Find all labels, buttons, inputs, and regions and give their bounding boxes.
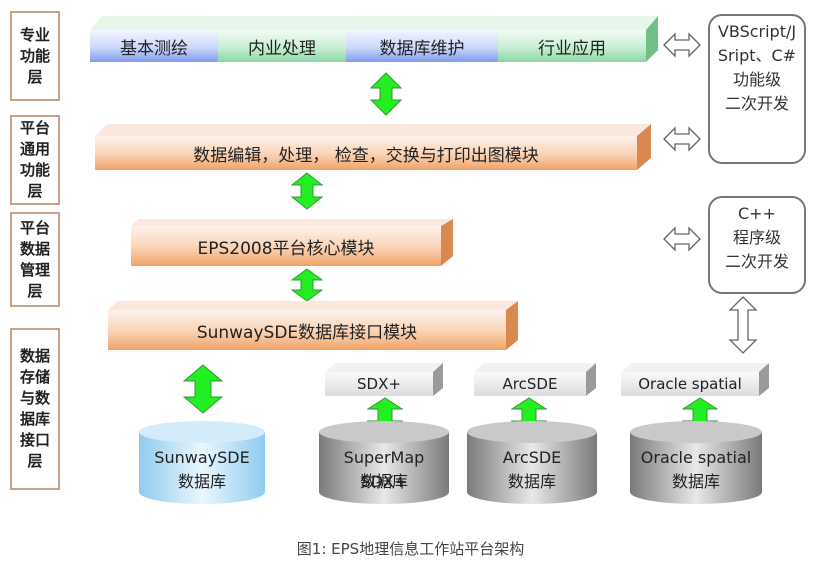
bidirectional-arrow-icon <box>183 364 223 414</box>
dev-box-line: Sript、C# <box>717 46 797 65</box>
dev-box-line: 程序级 <box>732 228 781 247</box>
bidirectional-arrow-icon <box>291 268 323 302</box>
program-level-dev-box: C++ 程序级 二次开发 <box>708 196 806 294</box>
hollow-left-right-arrow-icon <box>663 126 701 152</box>
dev-box-line: VBScript/J <box>717 22 797 41</box>
database-name: ArcSDE <box>502 448 562 467</box>
middleware-oracle-spatial: Oracle spatial <box>621 372 759 396</box>
database-name: SuperMap SDX+ <box>343 448 425 491</box>
database-suffix: 数据库 <box>671 472 720 491</box>
hollow-up-down-arrow-icon <box>728 296 758 354</box>
database-cylinder-icon <box>467 421 597 504</box>
middleware-sdx: SDX+ <box>325 372 433 396</box>
database-cylinder-icon <box>319 421 449 504</box>
dev-box-line: 二次开发 <box>724 252 789 271</box>
database-suffix: 数据库 <box>507 472 556 491</box>
core-module: EPS2008平台核心模块 <box>131 226 441 266</box>
slab-3d-edge <box>474 363 596 396</box>
bidirectional-arrow-icon <box>370 72 402 116</box>
layer-label-professional: 专业功能层 <box>10 11 60 101</box>
interface-module: SunwaySDE数据库接口模块 <box>108 310 506 350</box>
module-bar-3d-edge <box>90 16 658 62</box>
database-cylinder-icon <box>139 421 265 504</box>
figure-caption: 图1: EPS地理信息工作站平台架构 <box>296 540 525 558</box>
function-level-dev-box: VBScript/J Sript、C# 功能级 二次开发 <box>708 14 806 164</box>
middleware-arcsde: ArcSDE <box>474 372 586 396</box>
bidirectional-arrow-icon <box>291 172 323 210</box>
core-bar-3d-edge <box>131 219 453 266</box>
module-industry-application: 行业应用 <box>498 30 646 62</box>
database-oracle-spatial: Oracle spatial 数据库 <box>629 420 763 506</box>
module-basic-surveying: 基本测绘 <box>90 30 218 62</box>
database-sunwaysde: SunwaySDE 数据库 <box>138 420 266 506</box>
slab-3d-edge <box>325 363 443 396</box>
layer-label-storage: 数据存储与数据库接口层 <box>10 328 60 490</box>
dev-box-line: 二次开发 <box>724 94 789 113</box>
database-suffix: 数据库 <box>359 472 408 491</box>
module-database-maintenance: 数据库维护 <box>346 30 498 62</box>
database-name: SunwaySDE <box>154 448 250 467</box>
module-office-processing: 内业处理 <box>218 30 346 62</box>
slab-3d-edge <box>621 363 769 396</box>
common-function-module: 数据编辑，处理， 检查，交换与打印出图模块 <box>95 136 637 170</box>
database-name: Oracle spatial <box>640 448 752 467</box>
dev-box-line: 功能级 <box>732 70 781 89</box>
hollow-left-right-arrow-icon <box>663 32 701 58</box>
dev-box-line: C++ <box>738 204 776 223</box>
common-bar-3d-edge <box>95 124 651 170</box>
interface-bar-3d-edge <box>108 301 518 350</box>
layer-label-platform-data: 平台数据管理层 <box>10 212 60 307</box>
database-supermap-sdx: SuperMap SDX+ 数据库 <box>318 420 450 506</box>
layer-label-platform-common: 平台通用功能层 <box>10 115 60 205</box>
database-suffix: 数据库 <box>177 472 226 491</box>
hollow-left-right-arrow-icon <box>663 226 701 252</box>
database-cylinder-icon <box>630 421 762 504</box>
database-arcsde: ArcSDE 数据库 <box>466 420 598 506</box>
